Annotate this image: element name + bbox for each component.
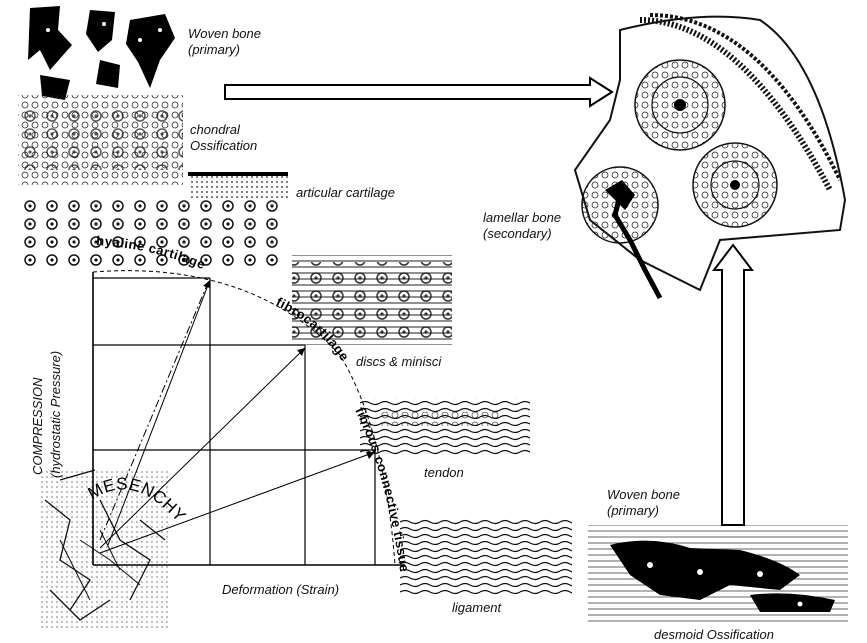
articular-cartilage-illustration — [18, 172, 288, 270]
ligament-label: ligament — [452, 600, 502, 615]
deformation-compression-chart — [92, 270, 405, 566]
boundary-curve — [92, 270, 396, 566]
arrow-woven-to-lamellar — [224, 76, 614, 108]
mesenchym-illustration — [40, 469, 170, 630]
desmoid-ossification-label: desmoid Ossification — [654, 627, 774, 642]
woven-bone-bottom-label: Woven bone(primary) — [607, 487, 680, 518]
ligament-illustration — [400, 518, 572, 596]
dash-dot-line — [99, 277, 211, 541]
woven-bone-top-label: Woven bone(primary) — [188, 26, 261, 57]
hydrostatic-pressure-label: (hydrostatic Pressure) — [48, 351, 63, 478]
lamellar-bone-label: lamellar bone(secondary) — [483, 210, 562, 241]
desmoid-ossification-illustration — [588, 525, 848, 625]
lamellar-bone-illustration — [573, 13, 847, 300]
deformation-axis-label: Deformation (Strain) — [222, 582, 340, 597]
articular-cartilage-label: articular cartilage — [296, 185, 395, 200]
arrow-desmoid-to-lamellar — [711, 243, 755, 526]
tendon-illustration — [360, 398, 530, 456]
woven-bone-top-illustration — [18, 5, 183, 185]
discs-minisci-label: discs & minisci — [356, 354, 442, 369]
tendon-label: tendon — [424, 465, 464, 480]
compression-axis-label: COMPRESSION — [30, 377, 45, 475]
fibrocartilage-illustration — [292, 255, 452, 345]
